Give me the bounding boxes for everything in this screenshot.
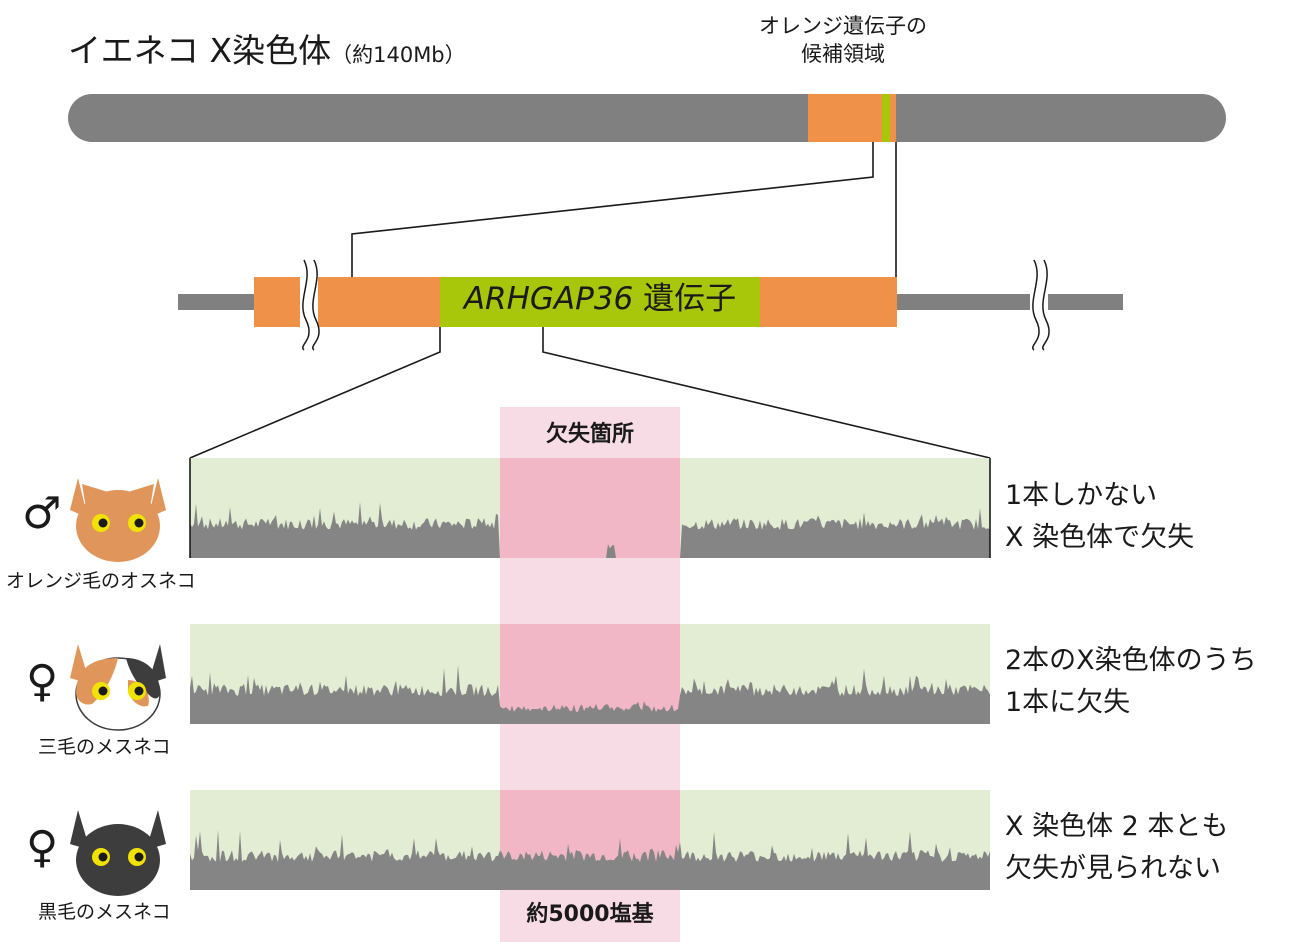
cat-caption-black: 黒毛のメスネコ [38, 901, 171, 923]
gene-suffix: 遺伝子 [643, 281, 737, 317]
deletion-size-label: 約5000塩基 [526, 902, 654, 927]
zoom-line-gene-right [542, 327, 991, 459]
chromosome-size-note: （約140Mb） [331, 43, 466, 67]
break-symbol-left [300, 259, 320, 351]
row1-desc-line1: 1本しかない [1005, 480, 1158, 511]
region-orange-left [254, 277, 440, 327]
row3-desc-line1: X 染色体 2 本とも [1005, 811, 1229, 842]
row1-description: 1本しかない X 染色体で欠失 [1005, 475, 1194, 559]
x-chromosome [68, 94, 1226, 142]
gene-box [440, 277, 760, 327]
cat-orange-male [70, 478, 166, 562]
male-symbol: ♂ [22, 488, 62, 539]
coverage-profile-2 [190, 665, 990, 724]
region-orange-right [758, 277, 897, 327]
zoom-line-gene-left [189, 327, 441, 459]
deletion-overlay-1 [500, 458, 680, 558]
cat-calico-female [70, 644, 166, 731]
row1-desc-line2: X 染色体で欠失 [1005, 521, 1195, 553]
candidate-region [808, 94, 896, 142]
row2-desc-line2: 1本に欠失 [1005, 686, 1131, 718]
candidate-region-label: オレンジ遺伝子の 候補領域 [738, 12, 948, 69]
zoom-line-left [351, 142, 874, 278]
candidate-label-line1: オレンジ遺伝子の [759, 14, 927, 38]
chromosome-title: イエネコ X染色体（約140Mb） [68, 34, 466, 67]
chromosome-title-main: イエネコ X染色体 [68, 31, 332, 70]
break-symbol-right [1030, 259, 1050, 351]
coverage-tracks [189, 458, 991, 890]
cat-caption-calico: 三毛のメスネコ [38, 736, 171, 758]
coverage-profile-3 [190, 830, 990, 890]
coverage-profile-1 [190, 501, 990, 558]
female-symbol-1: ♀ [26, 656, 59, 707]
cat-caption-orange: オレンジ毛のオスネコ [6, 570, 196, 592]
gene-marker [882, 94, 890, 142]
row2-description: 2本のX染色体のうち 1本に欠失 [1005, 640, 1257, 724]
female-symbol-2: ♀ [26, 822, 59, 873]
cat-black-female [70, 810, 166, 896]
gene-label: ARHGAP36 遺伝子 [440, 284, 760, 315]
row2-desc-line1: 2本のX染色体のうち [1005, 645, 1257, 676]
deletion-label: 欠失箇所 [545, 422, 634, 447]
gene-name: ARHGAP36 [463, 281, 634, 317]
row3-desc-line2: 欠失が見られない [1005, 852, 1221, 884]
candidate-label-line2: 候補領域 [801, 42, 885, 67]
row3-description: X 染色体 2 本とも 欠失が見られない [1005, 806, 1228, 890]
